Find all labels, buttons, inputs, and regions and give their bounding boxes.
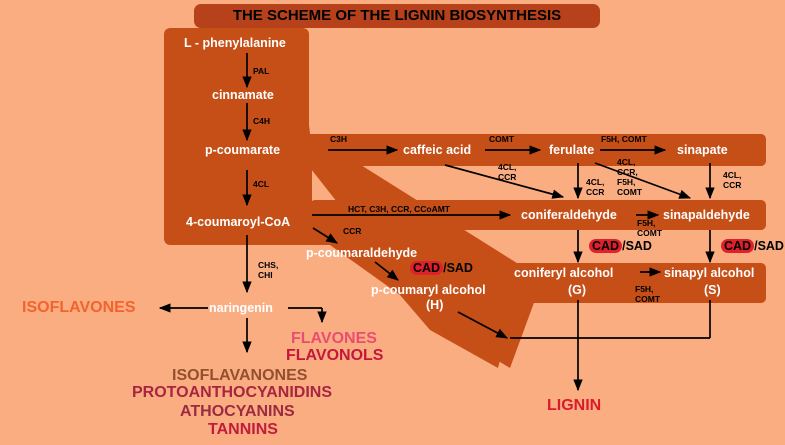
node-sinapyl-alcohol: sinapyl alcohol (664, 266, 755, 280)
enzyme-f5h-comt-alcohol: F5H, COMT (635, 284, 661, 304)
enzyme-ccr: CCR (343, 226, 362, 236)
enzyme-chs-chi: CHS, CHI (258, 260, 279, 280)
enzyme-4cl-ccr-ferulate: 4CL, CCR (586, 177, 605, 197)
enzyme-comt: COMT (489, 134, 515, 144)
node-naringenin: naringenin (209, 301, 273, 315)
node-p-coumaraldehyde: p-coumaraldehyde (306, 246, 418, 260)
cad-pill: CAD (410, 261, 444, 275)
sad-text: /SAD (622, 239, 652, 253)
sad-text: /SAD (754, 239, 784, 253)
arrow-caffeic-to-coniferaldehyde (444, 164, 565, 199)
product-proanthocyanidins: PROTOANTHOCYANIDINS (132, 384, 333, 401)
pathway-arrows (158, 53, 715, 392)
alcohol-band (498, 263, 766, 303)
node-coumaroyl-coa: 4-coumaroyl-CoA (186, 215, 291, 229)
product-lignin: LIGNIN (547, 397, 602, 414)
sad-text: /SAD (443, 261, 473, 275)
arrow-ferulate-to-sinapaldehyde (594, 162, 692, 199)
node-p-coumarate: p-coumarate (205, 143, 281, 157)
arrow-h-to-lignin (457, 311, 509, 339)
cad-sad-label-h: CAD/SAD (410, 261, 473, 275)
node-h-unit: (H) (426, 298, 444, 312)
enzyme-pal: PAL (253, 66, 270, 76)
enzyme-c4h: C4H (253, 116, 271, 126)
node-g-unit: (G) (568, 283, 587, 297)
cad-pill: CAD (589, 239, 623, 253)
node-coniferyl-alcohol: coniferyl alcohol (514, 266, 614, 280)
enzyme-f5h-comt: F5H, COMT (601, 134, 647, 144)
product-tannins: TANNINS (208, 421, 278, 438)
node-p-coumaryl-alcohol: p-coumaryl alcohol (371, 283, 486, 297)
enzyme-f5h-comt-aldehyde: F5H, COMT (637, 218, 663, 238)
enzyme-4cl: 4CL (253, 179, 270, 189)
arrow-ccr (312, 227, 339, 244)
cad-sad-label-s: CAD/SAD (721, 239, 784, 253)
product-isoflavones: ISOFLAVONES (22, 299, 136, 316)
product-flavones: FLAVONES (291, 330, 377, 347)
pathway-bands (164, 28, 766, 368)
node-caffeic-acid: caffeic acid (403, 143, 472, 157)
node-cinnamate: cinnamate (212, 88, 274, 102)
node-phenylalanine: L - phenylalanine (184, 36, 286, 50)
enzyme-hct: HCT, C3H, CCR, CCoAMT (348, 204, 450, 214)
product-flavonols: FLAVONOLS (286, 347, 384, 364)
enzyme-4cl-ccr-caffeic: 4CL, CCR (498, 162, 517, 182)
enzyme-4cl-ccr-sinapate: 4CL, CCR (723, 170, 742, 190)
product-anthocyanins: ATHOCYANINS (180, 403, 295, 420)
node-ferulate: ferulate (549, 143, 595, 157)
enzyme-4cl-ccr-f5h-comt: 4CL, CCR, F5H, COMT (617, 157, 643, 197)
aldehyde-band (310, 200, 766, 230)
node-s-unit: (S) (704, 283, 721, 297)
arrow-aldehyde-to-coumaryl-alcohol (374, 261, 399, 281)
node-sinapaldehyde: sinapaldehyde (663, 208, 750, 222)
cad-sad-label-g: CAD/SAD (589, 239, 652, 253)
cad-pill: CAD (721, 239, 755, 253)
node-sinapate: sinapate (677, 143, 728, 157)
product-isoflavanones: ISOFLAVANONES (172, 367, 308, 384)
node-coniferaldehyde: coniferaldehyde (521, 208, 617, 222)
diagram-title: THE SCHEME OF THE LIGNIN BIOSYNTHESIS (194, 4, 600, 28)
enzyme-c3h: C3H (330, 134, 348, 144)
